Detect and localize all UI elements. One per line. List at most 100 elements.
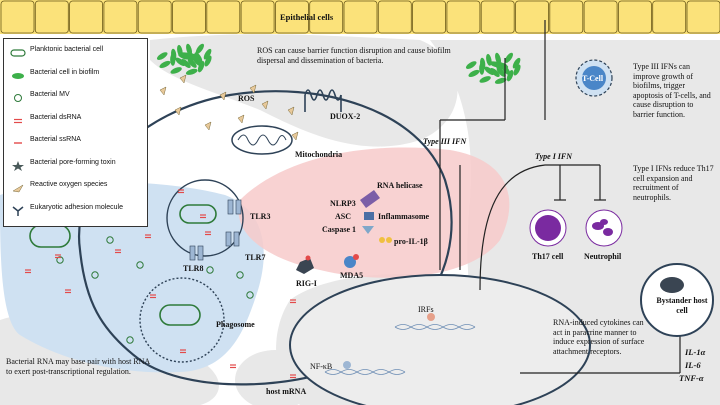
neutrophil-icon xyxy=(585,209,623,247)
epithelial-cell xyxy=(34,0,69,34)
mitochondria-label: Mitochondria xyxy=(295,150,343,159)
grey-region-left xyxy=(150,34,458,147)
biofilm-cell-icon xyxy=(10,68,26,79)
biofilm-cell xyxy=(204,55,212,67)
mv-icon xyxy=(206,266,214,274)
biofilm-cell xyxy=(170,53,176,66)
tlr7-label: TLR7 xyxy=(245,253,266,262)
type3-ifn-label: Type III IFN xyxy=(423,137,467,146)
mda5-icon xyxy=(344,254,359,268)
epithelial-cell xyxy=(309,0,344,34)
nlrp3-label: NLRP3 xyxy=(330,199,356,208)
rig-label: RIG-I xyxy=(296,279,317,288)
dsrna-icon xyxy=(10,113,26,123)
mv-icon xyxy=(246,291,254,299)
tcell-label: T-Cell xyxy=(582,74,604,83)
mitochondria-icon xyxy=(231,125,293,155)
epithelial-layer xyxy=(0,0,720,34)
biofilm-cell xyxy=(494,77,507,84)
epithelial-cell xyxy=(652,0,687,34)
th17-label: Th17 cell xyxy=(532,252,564,261)
dsrna-icon xyxy=(145,234,151,239)
dsrna-marks xyxy=(25,189,296,379)
neutrophil-label: Neutrophil xyxy=(584,252,622,261)
epithelial-cell xyxy=(515,0,549,34)
adhesion-icon xyxy=(10,203,26,216)
epithelial-cell xyxy=(446,0,481,34)
mv-icon xyxy=(106,236,114,244)
tlr3-icon xyxy=(227,199,242,215)
biofilm-cell xyxy=(468,69,480,78)
biofilm-cell xyxy=(506,70,514,82)
irf-icon xyxy=(427,313,435,321)
legend-label: Bacterial pore-forming toxin xyxy=(30,158,116,166)
il1-label: IL-1α xyxy=(685,347,706,357)
epithelial-cell xyxy=(377,0,412,34)
inflammasome-icon xyxy=(360,190,392,243)
epithelial-cell xyxy=(549,0,584,34)
epithelial-cell xyxy=(69,0,103,34)
biofilm-cell xyxy=(178,53,190,60)
host-mrna-label: host mRNA xyxy=(266,387,307,396)
ros-icon xyxy=(261,100,269,110)
ros-icon xyxy=(179,74,187,84)
tlr8-icon xyxy=(189,245,204,261)
legend-label: Planktonic bacterial cell xyxy=(30,46,104,53)
epithelial-cell xyxy=(103,0,138,34)
legend-label: Bacterial cell in biofilm xyxy=(30,68,100,76)
ros-icon xyxy=(291,131,299,141)
th17-icon xyxy=(529,209,567,247)
biofilm-cell xyxy=(513,64,521,76)
legend-label: Bacterial ssRNA xyxy=(30,136,81,143)
type1-ifn-label: Type I IFN xyxy=(535,152,573,161)
ros-icon xyxy=(10,180,26,193)
mv-icon xyxy=(126,336,134,344)
biofilm-cell xyxy=(504,52,513,63)
phagosome xyxy=(139,277,225,363)
bystander-label: Bystander host cell xyxy=(656,296,708,315)
phagosome-label: Phagosome xyxy=(216,320,255,329)
biofilm-cell xyxy=(192,55,202,66)
il6-label: IL-6 xyxy=(685,360,701,370)
ifn3-note: Type III IFNs can improve growth of biof… xyxy=(633,62,711,119)
caspase-label: Caspase 1 xyxy=(322,225,357,234)
ros-icon xyxy=(159,86,167,96)
ros-note: ROS can cause barrier function disruptio… xyxy=(257,46,451,65)
epithelial-cell xyxy=(240,0,275,34)
dsrna-icon xyxy=(230,364,236,369)
dsrna-icon xyxy=(115,249,121,254)
pro-il-label: pro-IL-1β xyxy=(394,237,428,246)
biofilm-cell xyxy=(479,76,491,83)
legend-label: Bacterial MV xyxy=(30,91,70,98)
biofilm-cell xyxy=(512,57,521,69)
ros-icon xyxy=(174,106,182,116)
biofilm-cell xyxy=(194,52,203,63)
epithelial-cell xyxy=(412,0,447,34)
toxin-icon xyxy=(10,158,26,171)
biofilm-cell xyxy=(185,68,198,75)
rna-note: RNA-induced cytokines can act in paracri… xyxy=(553,318,645,356)
epithelial-label: Epithelial cells xyxy=(280,12,334,22)
dsrna-icon xyxy=(180,349,186,354)
epithelial-cell xyxy=(137,0,172,34)
mv-icon xyxy=(91,271,99,279)
tcell-icon xyxy=(575,59,613,97)
signal-paths xyxy=(439,20,681,374)
inflammasome-label: Inflammasome xyxy=(378,212,430,221)
legend-label: Bacterial dsRNA xyxy=(30,113,82,121)
ssrna-icon xyxy=(10,135,26,145)
mv-icon xyxy=(236,271,244,279)
tlr8-label: TLR8 xyxy=(183,264,204,273)
biofilm-cell xyxy=(490,68,500,77)
biofilm-cell xyxy=(465,61,477,69)
epithelial-cell xyxy=(274,0,309,34)
blue-region xyxy=(0,181,264,373)
endosome xyxy=(166,179,244,257)
biofilm-cell xyxy=(203,48,212,60)
biofilm-cell xyxy=(159,60,171,69)
mv-icon xyxy=(10,90,26,102)
nfkb-label: NF-κB xyxy=(310,362,333,371)
asc-label: ASC xyxy=(335,212,352,221)
tnf-label: TNF-α xyxy=(679,373,704,383)
